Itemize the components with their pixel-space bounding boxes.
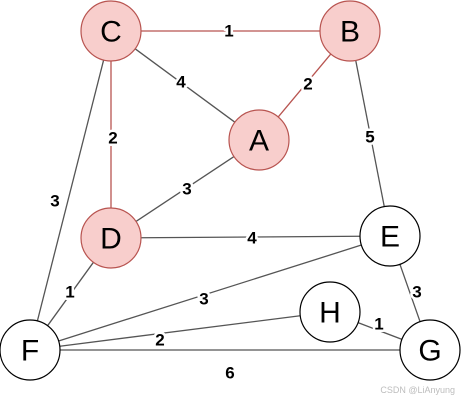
edge-weight-c-f: 3 [50,192,59,211]
node-g: G [399,319,461,381]
node-label-a: A [249,125,269,158]
node-h: H [299,281,361,343]
edge-a-d [135,156,235,222]
node-label-f: F [21,335,39,368]
node-c: C [80,0,142,62]
node-label-g: G [418,335,441,368]
nodes-layer: C B A D E F H G [0,0,461,381]
node-e: E [359,205,421,267]
edge-b-a [277,53,332,118]
node-circle-e [359,205,421,267]
node-label-h: H [319,297,341,330]
node-d: D [80,207,142,269]
node-label-c: C [100,16,122,49]
edge-weights-layer: 1 4 2 2 3 3 5 4 1 3 3 2 1 6 [48,19,424,385]
node-circle-d [80,207,142,269]
node-label-b: B [340,16,360,49]
edge-weight-c-a: 4 [176,73,186,92]
edge-weight-f-e: 3 [199,290,208,309]
edge-weight-c-b: 1 [224,22,233,41]
edge-d-e [140,235,361,239]
node-circle-h [299,281,361,343]
edges-layer [36,30,421,351]
edge-f-e [58,244,362,342]
edge-weight-d-f: 1 [65,283,74,302]
node-circle-c [80,0,142,62]
edge-b-e [355,60,385,207]
watermark-text: CSDN @LiAnyung [380,385,455,395]
node-label-d: D [100,223,122,256]
edge-weight-f-g: 6 [225,364,234,383]
edge-h-g [357,322,403,340]
node-label-e: E [380,221,400,254]
edge-weight-c-d: 2 [108,129,117,148]
edge-weight-f-h: 2 [155,331,164,350]
edge-weight-e-g: 3 [412,283,421,302]
node-a: A [228,109,290,171]
edge-weight-a-d: 3 [182,180,191,199]
edge-weight-b-e: 5 [365,128,374,147]
node-circle-b [319,0,381,62]
edge-weight-h-g: 1 [374,315,383,334]
node-circle-f [0,319,61,381]
edge-c-f [36,59,105,322]
edge-e-g [399,264,421,322]
edge-f-h [59,315,301,347]
edge-weight-b-a: 2 [303,75,312,94]
node-f: F [0,319,61,381]
node-circle-g [399,319,461,381]
node-circle-a [228,109,290,171]
edge-weight-d-e: 4 [247,229,257,248]
edge-d-f [47,261,94,327]
node-b: B [319,0,381,62]
edge-c-a [134,48,236,123]
